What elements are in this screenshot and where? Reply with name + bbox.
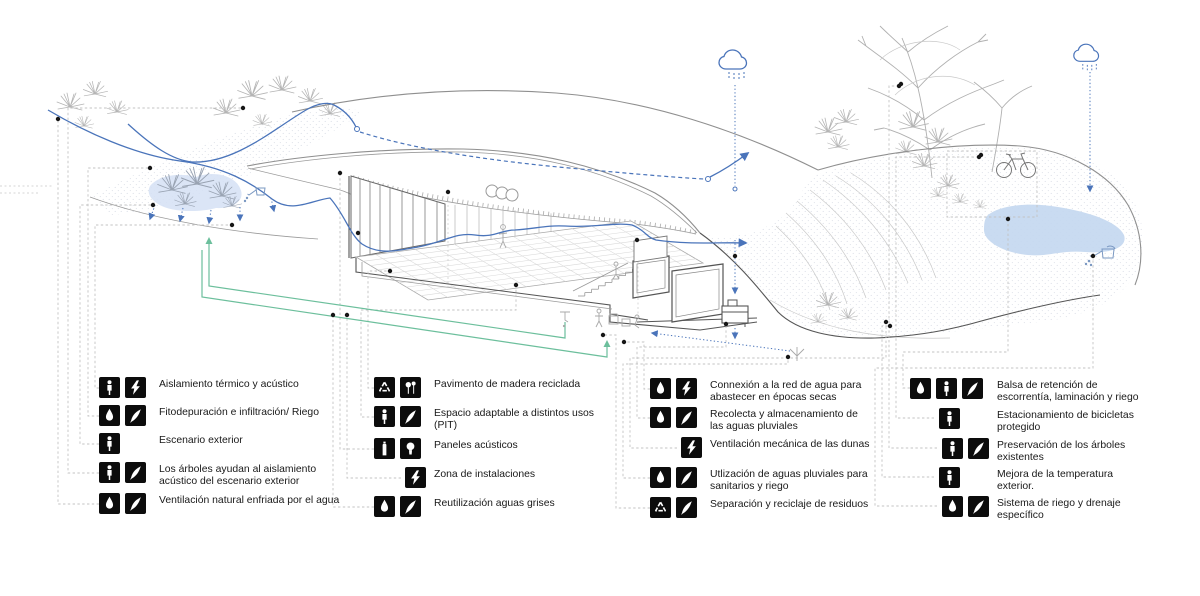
wetland-area <box>148 174 242 212</box>
rain-cloud-icon <box>718 49 748 81</box>
water-flow-lines <box>47 72 1094 352</box>
water-tank-icon <box>721 299 749 327</box>
rain-cloud-icon <box>1073 43 1100 73</box>
cooling-flow-lines <box>201 237 611 358</box>
vegetation <box>56 25 1038 325</box>
leader-lines <box>57 85 1094 509</box>
bicycle-icon <box>996 152 1036 178</box>
roof-shell <box>246 90 1142 339</box>
auditorium-section <box>348 175 758 331</box>
watering-can-icon <box>243 187 266 203</box>
large-tree <box>857 25 1033 179</box>
scene-icons <box>243 43 1116 361</box>
faucet-icon <box>560 311 570 328</box>
bike-zone-outline <box>946 150 1038 218</box>
terrain-lines <box>0 172 951 339</box>
reference-dots <box>55 81 1096 360</box>
people-recycling-sketch <box>595 308 640 329</box>
person-on-stairs <box>612 261 620 280</box>
sprinkler-icon <box>789 347 805 361</box>
person-on-stage <box>498 224 508 249</box>
